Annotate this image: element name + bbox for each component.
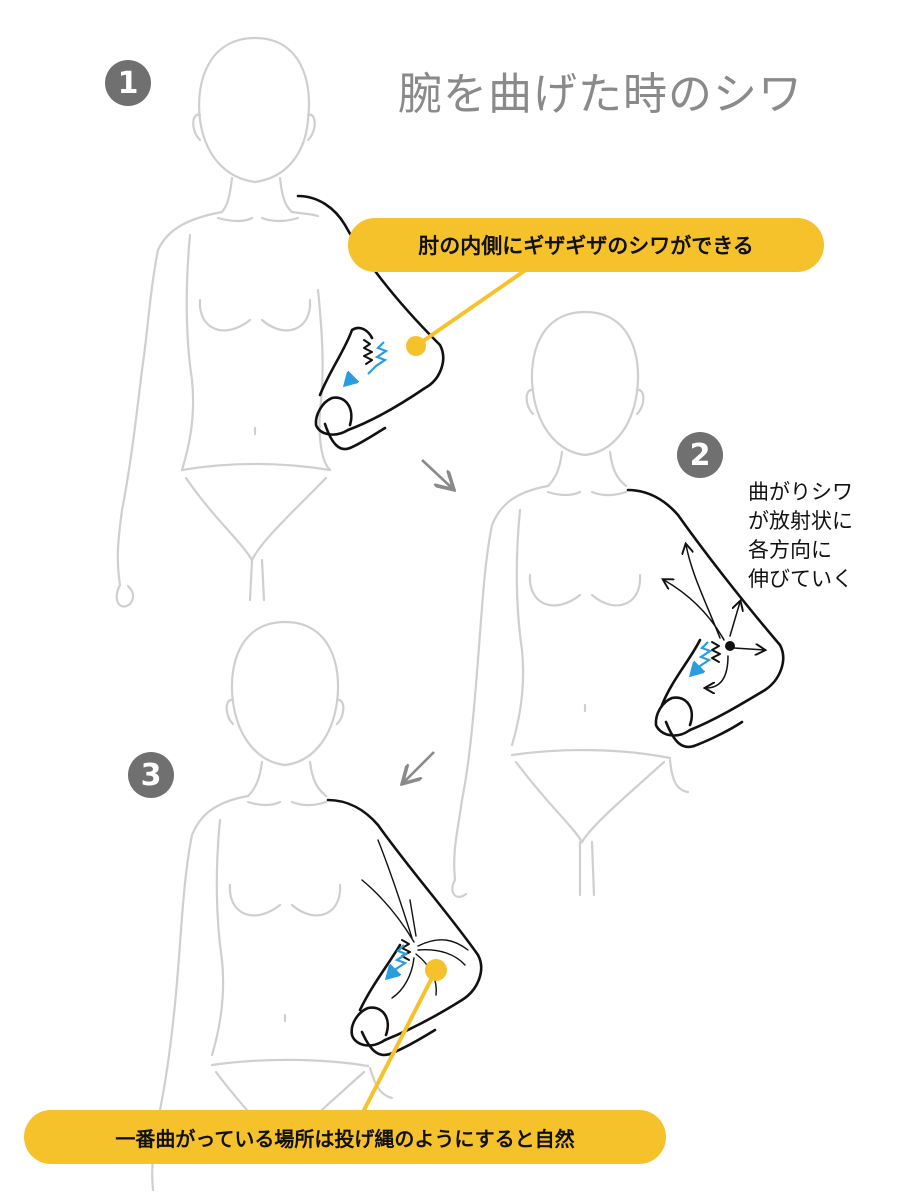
figure-2-sleeve	[626, 488, 785, 749]
callout-bottom-dot	[425, 959, 447, 981]
callout-top-leader-line	[414, 258, 542, 348]
figure-1-body-outline	[115, 36, 332, 608]
note-line-2: が放射状に	[748, 509, 853, 533]
figure-2-fold-arrow	[692, 641, 713, 674]
callout-bottom-leader-line	[358, 969, 438, 1119]
radial-fold-note: 曲がりシワ が放射状に 各方向に 伸びていく	[748, 478, 853, 594]
figure-3-fold-arrow	[388, 944, 409, 977]
figure-2-radial-arrows	[664, 545, 764, 688]
step-badge-3: 3	[128, 752, 174, 798]
note-line-3: 各方向に	[748, 538, 832, 562]
figure-2-body-outline	[451, 310, 690, 898]
figure-1-fold-arrow	[346, 341, 389, 384]
callout-top-dot	[406, 336, 426, 356]
step-arrow-2-to-3	[404, 751, 435, 782]
figure-3-body-outline	[151, 620, 394, 1192]
note-line-1: 曲がりシワ	[748, 480, 853, 504]
figure-1-sleeve	[296, 194, 445, 451]
page-title: 腕を曲げた時のシワ	[398, 69, 803, 120]
note-line-4: 伸びていく	[748, 567, 853, 591]
figure-2-fold-center	[725, 641, 735, 651]
step-badge-1: 1	[105, 60, 151, 106]
callout-top: 肘の内側にギザギザのシワができる	[348, 218, 824, 272]
callout-bottom: 一番曲がっている場所は投げ縄のようにすると自然	[24, 1110, 666, 1164]
step-badge-2: 2	[677, 432, 723, 478]
step-arrow-1-to-2	[421, 459, 452, 488]
